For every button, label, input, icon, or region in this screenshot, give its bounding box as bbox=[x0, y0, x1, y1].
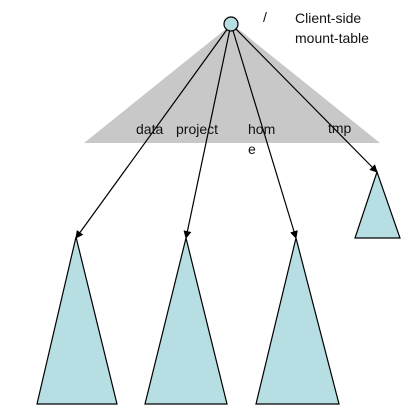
root-label: / bbox=[263, 9, 267, 25]
subtree-tmp bbox=[354, 170, 401, 239]
mount-label-home-line-2: e bbox=[248, 141, 256, 157]
mount-label-home-line-1: hom bbox=[248, 121, 275, 137]
subtree-home bbox=[255, 237, 340, 405]
annotation-line-2: mount-table bbox=[295, 30, 369, 46]
mount-label-project: project bbox=[176, 121, 218, 137]
arrow-home bbox=[230, 23, 298, 239]
mount-label-tmp: tmp bbox=[328, 120, 352, 136]
mount-table-fan bbox=[84, 24, 380, 143]
subtree-data bbox=[36, 236, 118, 405]
root-node bbox=[223, 16, 239, 32]
arrow-tmp bbox=[230, 23, 378, 173]
arrow-data bbox=[75, 23, 232, 239]
subtree-project bbox=[144, 237, 228, 405]
mount-label-data: data bbox=[136, 121, 163, 137]
annotation-line-1: Client-side bbox=[295, 10, 361, 26]
arrow-project bbox=[183, 23, 232, 239]
